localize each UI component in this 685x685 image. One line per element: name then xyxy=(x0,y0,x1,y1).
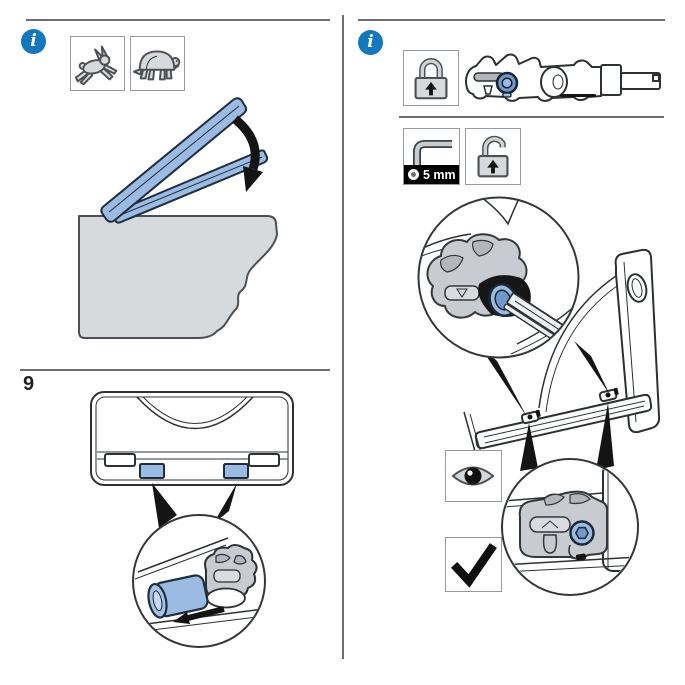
info-glyph: i xyxy=(30,31,37,51)
info-icon: i xyxy=(358,30,383,55)
rabbit-icon xyxy=(74,45,118,86)
lid-keyhole xyxy=(626,273,648,303)
hinge-assembly-drawing xyxy=(465,53,661,102)
locked-hex-screw xyxy=(569,520,595,546)
seat-lid xyxy=(100,97,248,223)
damper-cylinder xyxy=(147,574,209,619)
hex-key-size-banner: 5 mm xyxy=(404,165,459,184)
left-top-rule xyxy=(26,19,330,21)
close-direction-arrow xyxy=(232,115,263,192)
locked-position-magnifier xyxy=(501,458,639,596)
locking-screw xyxy=(495,71,519,98)
lock-open-box xyxy=(465,128,521,185)
hex-key-size-label: 5 mm xyxy=(423,167,456,182)
lock-closed-icon xyxy=(414,58,448,100)
visual-check-box xyxy=(445,450,502,502)
column-divider xyxy=(342,15,344,659)
hex-key-icon xyxy=(412,140,452,165)
right-top-rule xyxy=(358,19,665,21)
damper-removal-magnifier xyxy=(132,514,266,648)
toilet-close-lid-illustration xyxy=(78,97,278,339)
speed-slow-box xyxy=(130,36,185,91)
damper-socket xyxy=(223,463,249,479)
hex-key-turn-magnifier xyxy=(417,196,580,359)
lock-closed-box xyxy=(403,50,459,106)
seat-underside-illustration xyxy=(90,391,294,486)
socket-size-icon xyxy=(408,169,419,180)
right-mid-rule xyxy=(399,116,664,118)
eye-icon xyxy=(451,466,495,486)
info-glyph: i xyxy=(367,32,374,52)
lock-open-icon xyxy=(477,135,509,178)
info-icon: i xyxy=(21,29,46,54)
hinge-fitting xyxy=(520,409,541,425)
hex-key-box: 5 mm xyxy=(403,128,460,185)
step-number: 9 xyxy=(23,373,35,395)
step9-rule xyxy=(20,369,330,371)
confirm-box xyxy=(445,537,502,592)
damper-socket xyxy=(139,463,165,479)
checkmark-icon xyxy=(450,543,497,588)
speed-fast-box xyxy=(70,36,125,91)
remove-direction-arrow xyxy=(173,606,225,624)
turtle-icon xyxy=(132,50,181,81)
